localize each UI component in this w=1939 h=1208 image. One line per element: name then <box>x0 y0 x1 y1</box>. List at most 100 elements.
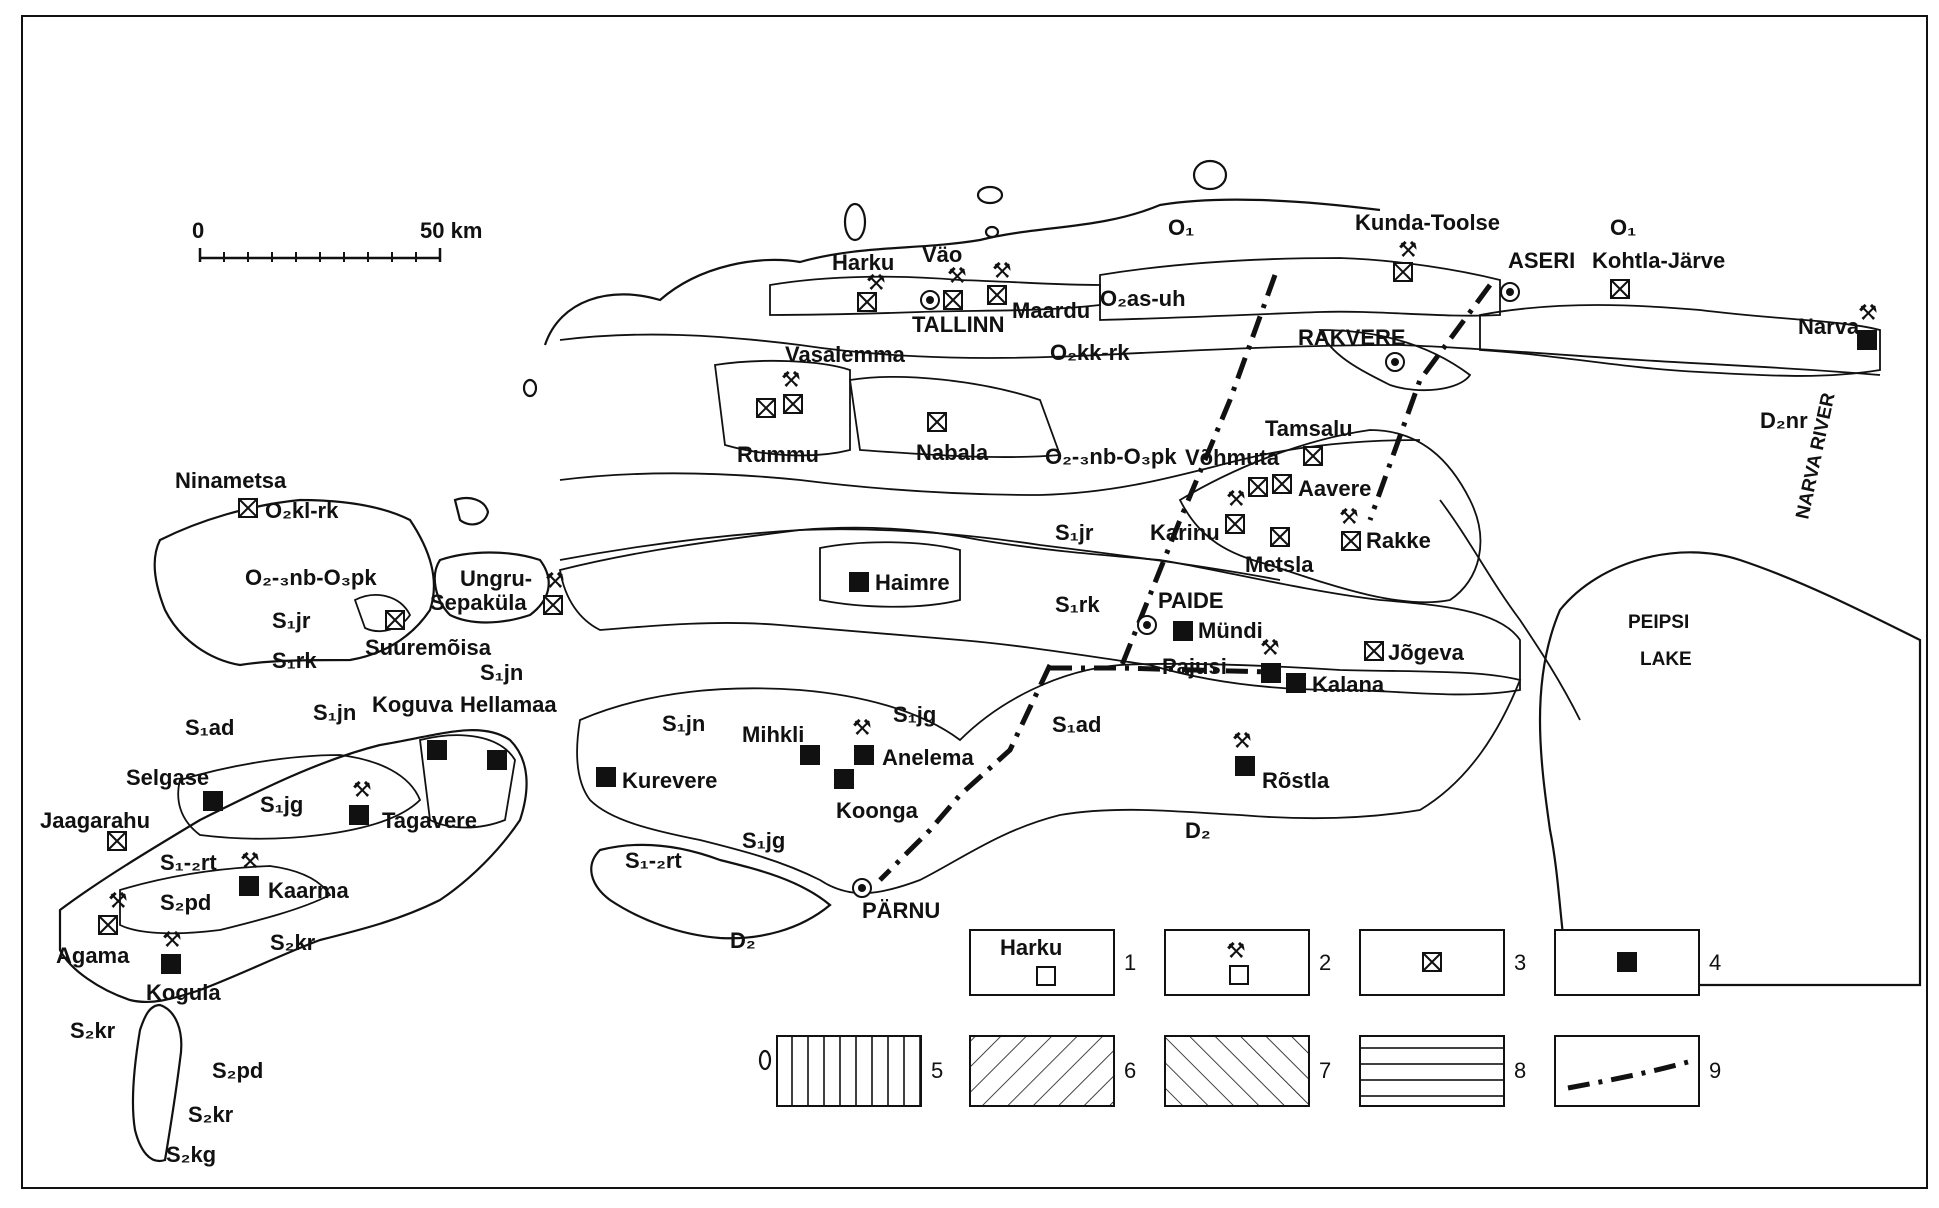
deposit-label-tagavere: Tagavere <box>382 808 477 833</box>
legend-num-3: 3 <box>1514 950 1526 975</box>
svg-text:⚒: ⚒ <box>866 271 886 296</box>
deposit-label-jogeva: Jõgeva <box>1388 640 1465 665</box>
island-small-1 <box>984 225 1000 239</box>
legend-num-9: 9 <box>1709 1058 1721 1083</box>
band-vertical-south <box>576 662 1522 895</box>
svg-text:⚒: ⚒ <box>1858 301 1878 326</box>
lake-label-1: PEIPSI <box>1628 612 1689 633</box>
deposit-label-kohtla-jarve: Kohtla-Järve <box>1592 248 1725 273</box>
saaremaa-south-grid <box>119 865 332 935</box>
deposit-label-mundi: Mündi <box>1198 618 1263 643</box>
deposit-label-kalana: Kalana <box>1312 672 1385 697</box>
band-diagonal-aavere <box>1178 429 1482 604</box>
deposit-label-pajusi: Pajusi <box>1162 654 1227 679</box>
svg-text:⚒: ⚒ <box>162 928 182 953</box>
strat-label-s1ad-island: S₁ad <box>185 715 234 740</box>
legend-num-6: 6 <box>1124 1058 1136 1083</box>
legend-num-5: 5 <box>931 1058 943 1083</box>
deposit-label-agama: Agama <box>56 943 130 968</box>
strat-label-s2kr-west: S₂kr <box>70 1018 116 1043</box>
city-label-aseri: ASERI <box>1508 248 1575 273</box>
city-label-parnu: PÄRNU <box>862 898 940 923</box>
strat-label-s1jr-hiiumaa: S₁jr <box>272 608 311 633</box>
boundary-o2-3nb <box>559 439 1421 496</box>
svg-text:⚒: ⚒ <box>1339 505 1359 530</box>
scale-start-label: 0 <box>192 218 204 243</box>
legend-symbol-1 <box>1036 966 1056 986</box>
scale-end-label: 50 km <box>420 218 482 243</box>
strat-label-s1jn-saaremaa: S₁jn <box>313 700 356 725</box>
parnu-south-outline <box>590 843 832 940</box>
deposit-label-sepakula: Sepaküla <box>430 590 527 615</box>
saaremaa-grid <box>177 754 422 840</box>
deposit-label-selgase: Selgase <box>126 765 209 790</box>
legend-symbol-2 <box>1229 965 1249 985</box>
strat-label-s2pd-sorve: S₂pd <box>212 1058 263 1083</box>
svg-text:⚒: ⚒ <box>1226 487 1246 512</box>
legend-box-6 <box>969 1035 1115 1107</box>
scale-bar: 0 50 km <box>192 218 482 262</box>
strat-label-s1jn-muhu: S₁jn <box>480 660 523 685</box>
deposit-label-kunda-toolse: Kunda-Toolse <box>1355 210 1500 235</box>
strat-label-s1jr-main: S₁jr <box>1055 520 1094 545</box>
fault-line-rakvere <box>1367 283 1493 521</box>
legend-box-7 <box>1164 1035 1310 1107</box>
strat-label-d2nr: D₂nr <box>1760 408 1808 433</box>
island-prangli <box>1192 159 1228 191</box>
svg-text:⚒: ⚒ <box>947 264 967 289</box>
deposit-label-tamsalu: Tamsalu <box>1265 416 1353 441</box>
svg-text:⚒: ⚒ <box>545 569 565 594</box>
deposit-label-mihkli: Mihkli <box>742 722 804 747</box>
deposit-label-karinu: Karinu <box>1150 520 1220 545</box>
legend-box-5 <box>776 1035 922 1107</box>
fault-line-parnu <box>878 663 1053 882</box>
deposit-label-rostla: Rõstla <box>1262 768 1330 793</box>
crossed-square-symbols <box>98 262 1630 935</box>
deposit-label-vao: Väo <box>922 242 962 267</box>
strat-label-s2kr-sorve: S₂kr <box>188 1102 234 1127</box>
island-kihnu <box>758 1049 772 1071</box>
strat-label-d2-south: D₂ <box>730 928 756 953</box>
boundary-o2kk <box>559 333 1881 376</box>
legend-num-2: 2 <box>1319 950 1331 975</box>
deposit-label-rummu: Rummu <box>737 442 819 467</box>
deposit-label-hellamaa: Hellamaa <box>460 692 557 717</box>
deposit-label-vasalemma: Vasalemma <box>785 342 906 367</box>
svg-text:⚒: ⚒ <box>108 889 128 914</box>
strat-label-o2kk-rk: O₂kk-rk <box>1050 340 1130 365</box>
deposit-label-suuremoisa: Suuremõisa <box>365 635 492 660</box>
strat-label-s1rk-main: S₁rk <box>1055 592 1100 617</box>
pick-icons: ⚒⚒⚒ ⚒⚒⚒ ⚒⚒⚒ ⚒⚒⚒ ⚒⚒⚒ ⚒ <box>108 238 1878 953</box>
deposit-label-nabala: Nabala <box>916 440 989 465</box>
strat-label-o2-3nb-hiiumaa: O₂-₃nb-O₃pk <box>245 565 377 590</box>
band-diagonal-north <box>1099 257 1501 321</box>
band-vertical-north <box>1479 304 1881 377</box>
boundary-s1jr <box>559 528 1281 581</box>
legend-pick-icon: ⚒ <box>1226 939 1246 964</box>
city-symbols <box>852 282 1520 898</box>
svg-text:⚒: ⚒ <box>1232 729 1252 754</box>
legend-symbol-9 <box>1567 1059 1689 1091</box>
deposit-label-koguva: Koguva <box>372 692 453 717</box>
svg-text:⚒: ⚒ <box>1260 636 1280 661</box>
deposit-label-kaarma: Kaarma <box>268 878 349 903</box>
svg-text:⚒: ⚒ <box>852 716 872 741</box>
deposit-label-ninametsa: Ninametsa <box>175 468 287 493</box>
deposit-label-kogula: Kogula <box>146 980 221 1005</box>
island-naissaar <box>843 202 867 242</box>
svg-text:⚒: ⚒ <box>781 368 801 393</box>
band-diagonal-rakvere <box>1318 329 1472 392</box>
deposit-label-vohmuta: Võhmuta <box>1185 445 1280 470</box>
vormsi-outline <box>453 496 490 526</box>
svg-text:⚒: ⚒ <box>352 778 372 803</box>
strat-label-s1-2rt-saaremaa: S₁-₂rt <box>160 850 217 875</box>
deposit-label-rakke: Rakke <box>1366 528 1431 553</box>
city-label-tallinn: TALLINN <box>912 312 1004 337</box>
strat-label-s2kg: S₂kg <box>166 1142 216 1167</box>
svg-text:⚒: ⚒ <box>992 259 1012 284</box>
deposit-label-narva: Narva <box>1798 314 1860 339</box>
deposit-label-maardu: Maardu <box>1012 298 1090 323</box>
map-frame <box>21 15 1928 1189</box>
deposit-label-ungru: Ungru- <box>460 566 532 591</box>
deposit-label-harku: Harku <box>832 250 894 275</box>
